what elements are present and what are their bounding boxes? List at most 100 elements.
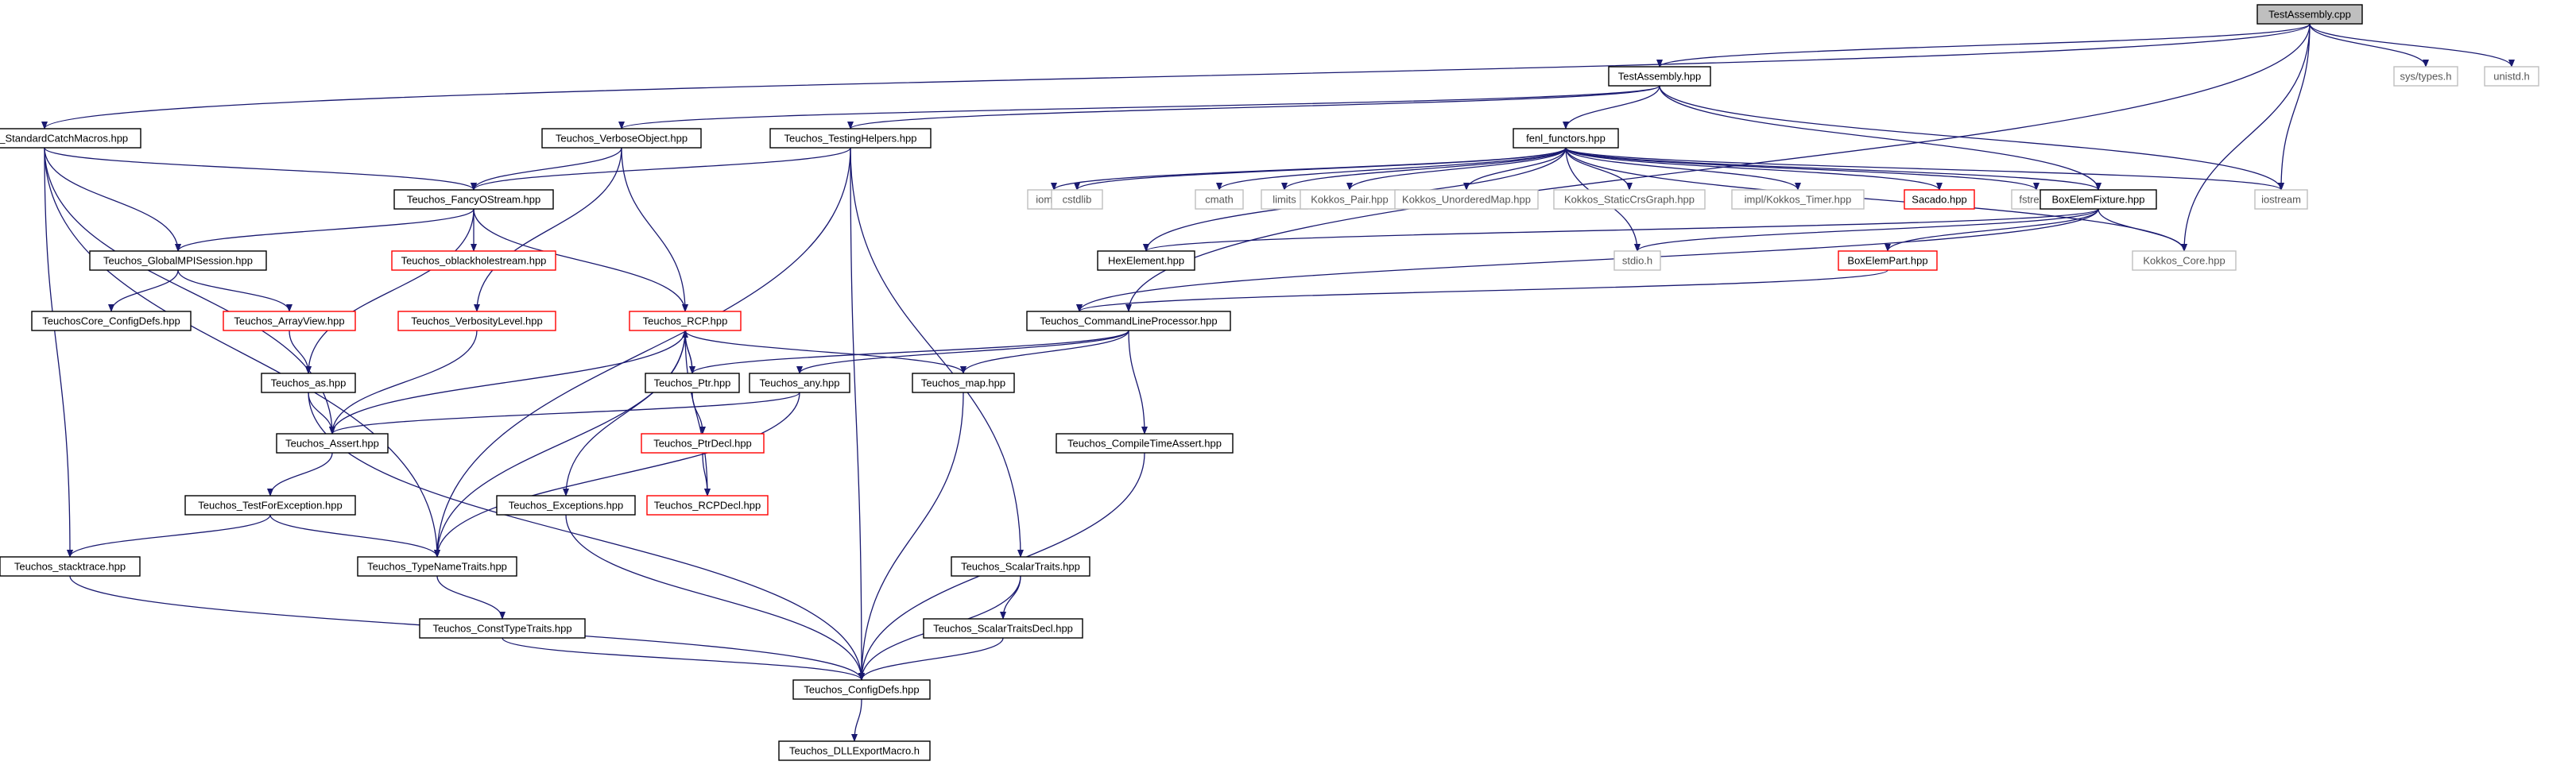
node-scalardecl[interactable]: Teuchos_ScalarTraitsDecl.hpp bbox=[923, 618, 1083, 639]
node-dllexport[interactable]: Teuchos_DLLExportMacro.h bbox=[778, 740, 931, 761]
node-testforexc[interactable]: Teuchos_TestForException.hpp bbox=[184, 495, 356, 516]
node-oblackhole[interactable]: Teuchos_oblackholestream.hpp bbox=[391, 250, 556, 271]
node-hexelement[interactable]: HexElement.hpp bbox=[1097, 250, 1195, 271]
node-cstdlib: cstdlib bbox=[1051, 189, 1103, 210]
edge-fenl_functors-to-boxelemfixture bbox=[1565, 147, 2101, 191]
node-box-compiletime bbox=[1056, 433, 1234, 454]
node-assert[interactable]: Teuchos_Assert.hpp bbox=[276, 433, 389, 454]
node-label-rcp: Teuchos_RCP.hpp bbox=[643, 315, 728, 327]
node-ptr[interactable]: Teuchos_Ptr.hpp bbox=[645, 373, 740, 393]
edge-cmdline-to-any bbox=[796, 330, 1129, 374]
node-box-stacktrace bbox=[0, 556, 141, 577]
node-label-ptrdecl: Teuchos_PtrDecl.hpp bbox=[653, 438, 752, 450]
node-box-sacado bbox=[1904, 189, 1975, 210]
edge-fenl_functors-to-fstream bbox=[1565, 147, 2039, 191]
edges-layer bbox=[41, 23, 2515, 742]
node-label-scalardecl: Teuchos_ScalarTraitsDecl.hpp bbox=[933, 623, 1073, 635]
node-map[interactable]: Teuchos_map.hpp bbox=[912, 373, 1015, 393]
edge-rcp-to-exceptions bbox=[563, 330, 686, 497]
node-label-rcpdecl: Teuchos_RCPDecl.hpp bbox=[654, 500, 761, 512]
node-label-scalartraits: Teuchos_ScalarTraits.hpp bbox=[961, 561, 1080, 573]
edge-testassembly_cpp-to-unistd bbox=[2309, 23, 2515, 68]
node-arrayview[interactable]: Teuchos_ArrayView.hpp bbox=[223, 311, 356, 331]
node-testassembly_cpp: TestAssembly.cpp bbox=[2256, 4, 2363, 25]
node-as_hpp[interactable]: Teuchos_as.hpp bbox=[261, 373, 356, 393]
node-label-testing_helpers: Teuchos_TestingHelpers.hpp bbox=[784, 133, 917, 145]
node-box-cstdlib bbox=[1051, 189, 1103, 210]
node-label-verbose_obj: Teuchos_VerboseObject.hpp bbox=[556, 133, 688, 145]
edge-testforexc-to-stacktrace bbox=[67, 514, 271, 558]
node-stacktrace[interactable]: Teuchos_stacktrace.hpp bbox=[0, 556, 141, 577]
node-box-stdio bbox=[1613, 250, 1661, 271]
node-box-boxelempart bbox=[1838, 250, 1938, 271]
node-label-as_hpp: Teuchos_as.hpp bbox=[271, 377, 347, 389]
node-verbose_obj[interactable]: Teuchos_VerboseObject.hpp bbox=[541, 128, 702, 149]
edge-boxelemfixture-to-hexelement bbox=[1143, 208, 2099, 252]
node-box-verbosity bbox=[397, 311, 556, 331]
node-label-any: Teuchos_any.hpp bbox=[760, 377, 840, 389]
edge-testassembly_cpp-to-iostream bbox=[2278, 23, 2311, 191]
node-box-oblackhole bbox=[391, 250, 556, 271]
node-box-testing_helpers bbox=[769, 128, 932, 149]
edge-cmdline-to-map bbox=[960, 330, 1129, 374]
node-scalartraits[interactable]: Teuchos_ScalarTraits.hpp bbox=[951, 556, 1090, 577]
node-box-global_mpi bbox=[89, 250, 267, 271]
node-testassembly_hpp[interactable]: TestAssembly.hpp bbox=[1608, 66, 1711, 87]
node-box-kokkos_timer bbox=[1731, 189, 1865, 210]
node-label-arrayview: Teuchos_ArrayView.hpp bbox=[234, 315, 344, 327]
node-exceptions[interactable]: Teuchos_Exceptions.hpp bbox=[496, 495, 636, 516]
node-box-kokkos_umap bbox=[1394, 189, 1539, 210]
edge-boxelemfixture-to-stdio bbox=[1634, 208, 2099, 252]
edge-testassembly_hpp-to-verbose_obj bbox=[618, 85, 1660, 129]
node-rcp[interactable]: Teuchos_RCP.hpp bbox=[629, 311, 742, 331]
node-label-ptr: Teuchos_Ptr.hpp bbox=[654, 377, 731, 389]
node-boxelemfixture[interactable]: BoxElemFixture.hpp bbox=[2039, 189, 2157, 210]
node-box-typename bbox=[357, 556, 517, 577]
node-box-ptrdecl bbox=[641, 433, 765, 454]
node-verbosity[interactable]: Teuchos_VerbosityLevel.hpp bbox=[397, 311, 556, 331]
node-box-consttype bbox=[419, 618, 586, 639]
node-cmath: cmath bbox=[1195, 189, 1244, 210]
node-global_mpi[interactable]: Teuchos_GlobalMPISession.hpp bbox=[89, 250, 267, 271]
node-any[interactable]: Teuchos_any.hpp bbox=[749, 373, 850, 393]
node-box-verbose_obj bbox=[541, 128, 702, 149]
edge-rcp-to-assert bbox=[329, 330, 686, 435]
node-box-kokkos_crs bbox=[1553, 189, 1706, 210]
node-box-rcp bbox=[629, 311, 742, 331]
node-testing_helpers[interactable]: Teuchos_TestingHelpers.hpp bbox=[769, 128, 932, 149]
node-label-sys_types: sys/types.h bbox=[2400, 71, 2451, 83]
edge-scalardecl-to-configdefs bbox=[858, 637, 1004, 681]
edge-scalartraits-to-scalardecl bbox=[1000, 575, 1021, 620]
edge-testassembly_hpp-to-fenl_functors bbox=[1563, 85, 1660, 129]
node-configdefs[interactable]: Teuchos_ConfigDefs.hpp bbox=[792, 679, 931, 700]
node-label-map: Teuchos_map.hpp bbox=[921, 377, 1005, 389]
node-compiletime[interactable]: Teuchos_CompileTimeAssert.hpp bbox=[1056, 433, 1234, 454]
node-core_configdefs[interactable]: TeuchosCore_ConfigDefs.hpp bbox=[31, 311, 192, 331]
node-label-global_mpi: Teuchos_GlobalMPISession.hpp bbox=[103, 255, 253, 267]
node-ptrdecl[interactable]: Teuchos_PtrDecl.hpp bbox=[641, 433, 765, 454]
edge-verbose_obj-to-fancy_ostream bbox=[471, 147, 622, 191]
node-fenl_functors[interactable]: fenl_functors.hpp bbox=[1513, 128, 1619, 149]
node-box-cmdline bbox=[1026, 311, 1231, 331]
node-sacado[interactable]: Sacado.hpp bbox=[1904, 189, 1975, 210]
node-box-any bbox=[749, 373, 850, 393]
node-box-core_configdefs bbox=[31, 311, 192, 331]
node-fancy_ostream[interactable]: Teuchos_FancyOStream.hpp bbox=[393, 189, 554, 210]
node-std_catch[interactable]: Teuchos_StandardCatchMacros.hpp bbox=[0, 128, 141, 149]
node-label-compiletime: Teuchos_CompileTimeAssert.hpp bbox=[1067, 438, 1222, 450]
edge-verbose_obj-to-rcp bbox=[621, 147, 688, 312]
node-cmdline[interactable]: Teuchos_CommandLineProcessor.hpp bbox=[1026, 311, 1231, 331]
node-consttype[interactable]: Teuchos_ConstTypeTraits.hpp bbox=[419, 618, 586, 639]
node-boxelempart[interactable]: BoxElemPart.hpp bbox=[1838, 250, 1938, 271]
edge-cmdline-to-compiletime bbox=[1128, 330, 1148, 435]
node-box-ptr bbox=[645, 373, 740, 393]
edge-fancy_ostream-to-global_mpi bbox=[175, 208, 475, 252]
node-label-testassembly_cpp: TestAssembly.cpp bbox=[2268, 9, 2351, 21]
node-typename[interactable]: Teuchos_TypeNameTraits.hpp bbox=[357, 556, 517, 577]
node-rcpdecl[interactable]: Teuchos_RCPDecl.hpp bbox=[646, 495, 769, 516]
edge-any-to-assert bbox=[329, 392, 800, 435]
edge-std_catch-to-stacktrace bbox=[44, 147, 73, 558]
edge-std_catch-to-global_mpi bbox=[44, 147, 181, 252]
node-label-fancy_ostream: Teuchos_FancyOStream.hpp bbox=[407, 194, 540, 206]
edge-global_mpi-to-core_configdefs bbox=[108, 269, 179, 312]
